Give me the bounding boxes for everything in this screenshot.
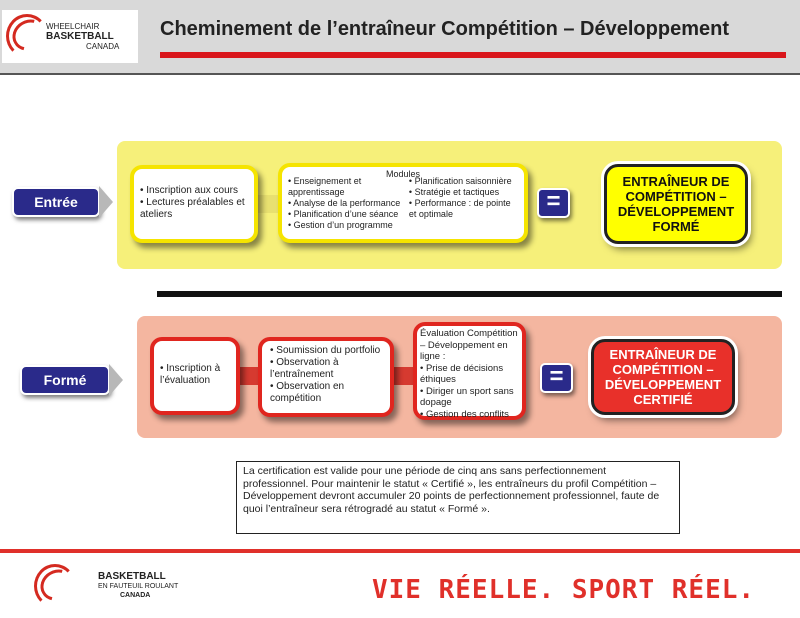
divider <box>157 291 782 297</box>
equals-icon: = <box>537 188 570 218</box>
arrow-icon <box>109 364 123 396</box>
result-certifie: ENTRAÎNEUR DE COMPÉTITION – DÉVELOPPEMEN… <box>591 339 735 415</box>
evaluation-registration-box: Inscription à l’évaluation <box>150 337 240 415</box>
title-underline <box>160 52 786 58</box>
footer-line <box>0 549 800 553</box>
certification-note: La certification est valide pour une pér… <box>236 461 680 534</box>
page-title: Cheminement de l’entraîneur Compétition … <box>160 18 729 40</box>
equals-icon: = <box>540 363 573 393</box>
modules-box: Modules Enseignement et apprentissageAna… <box>278 163 528 243</box>
registration-box: Inscription aux coursLectures préalables… <box>130 165 258 243</box>
online-evaluation-box: Évaluation Compétition – Développement e… <box>413 322 526 420</box>
entree-tag: Entrée <box>12 187 100 217</box>
result-forme: ENTRAÎNEUR DE COMPÉTITION – DÉVELOPPEMEN… <box>604 164 748 244</box>
observation-box: Soumission du portfolioObservation à l’e… <box>258 337 394 417</box>
arrow-icon <box>99 186 113 218</box>
forme-tag: Formé <box>20 365 110 395</box>
slogan: VIE RÉELLE. SPORT RÉEL. <box>372 575 756 605</box>
